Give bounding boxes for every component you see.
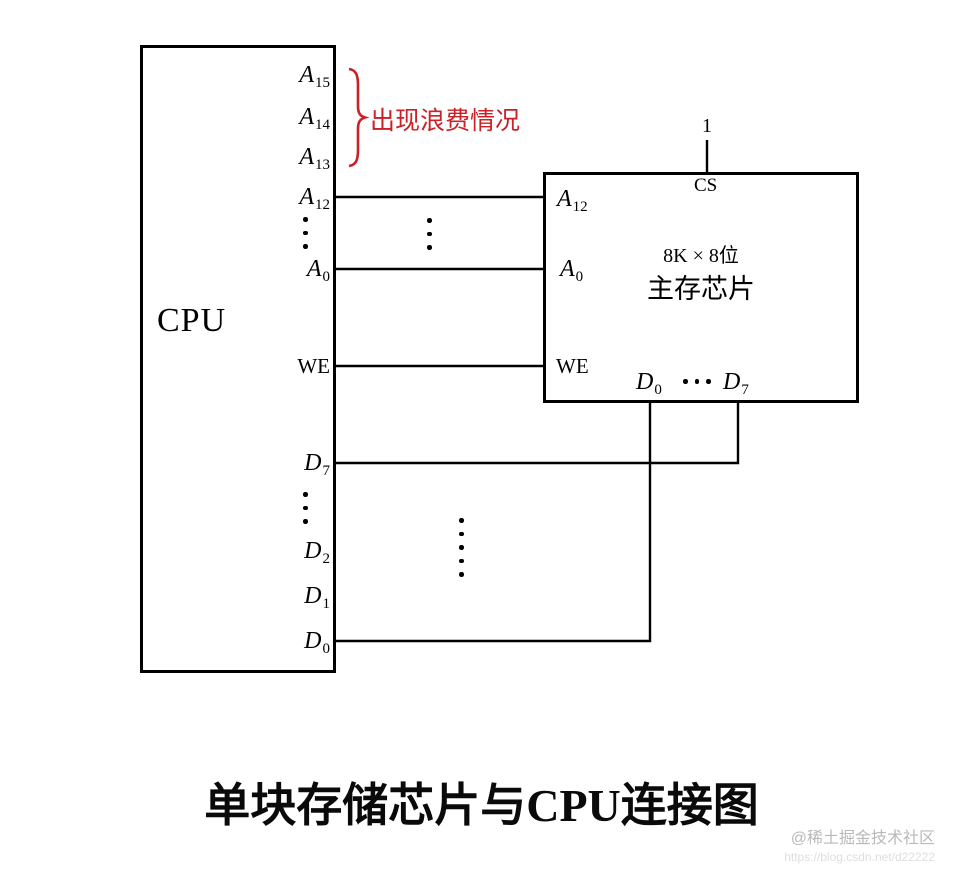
pin-sub: 12 [572, 199, 588, 215]
pin-sub: 14 [315, 117, 330, 133]
pin-base: A [299, 184, 314, 210]
cpu-pin-we: WE [297, 354, 330, 378]
pin-sub: 1 [322, 596, 331, 612]
chip-pin-we: WE [556, 354, 589, 378]
pin-base: D [304, 628, 322, 654]
pin-base: A [299, 62, 314, 88]
vertical-ellipsis-icon [459, 518, 464, 577]
cpu-pin-d7: D7 [278, 449, 331, 479]
watermark: @稀土掘金技术社区 https://blog.csdn.net/d22222 [784, 829, 935, 865]
cs-input-value: 1 [702, 115, 712, 137]
chip-pin-d7: D7 [723, 368, 749, 398]
pin-base: A [306, 256, 322, 282]
cpu-pin-d1: D1 [278, 582, 331, 612]
pin-base: D [304, 450, 322, 476]
wire-d0 [336, 403, 652, 643]
chip-pin-a0: A0 [560, 255, 584, 285]
cpu-pin-a12: A12 [278, 183, 330, 213]
watermark-url: https://blog.csdn.net/d22222 [784, 850, 935, 864]
cpu-pin-a0: A0 [278, 255, 331, 285]
pin-sub: 0 [654, 382, 662, 398]
vertical-ellipsis-icon [303, 492, 308, 524]
pin-sub: 12 [315, 197, 330, 213]
chip-capacity: 8K × 8位 [663, 245, 739, 267]
pin-sub: 13 [315, 157, 330, 173]
chip-pin-a12: A12 [557, 185, 588, 215]
vertical-ellipsis-icon [427, 218, 432, 250]
pin-sub: 0 [322, 641, 331, 657]
pin-base: D [304, 583, 322, 609]
memory-chip-box [543, 172, 859, 403]
pin-sub: 7 [322, 463, 331, 479]
pin-base: D [304, 538, 322, 564]
chip-name: 主存芯片 [647, 274, 755, 304]
cpu-box [140, 45, 336, 673]
waste-annotation: 出现浪费情况 [370, 108, 521, 135]
cpu-pin-a13: A13 [278, 143, 330, 173]
cpu-pin-d0: D0 [278, 627, 331, 657]
cpu-pin-a14: A14 [278, 103, 330, 133]
horizontal-ellipsis-icon [683, 379, 711, 384]
watermark-community: @稀土掘金技术社区 [790, 830, 935, 847]
pin-sub: 0 [575, 269, 584, 285]
pin-sub: 7 [741, 382, 749, 398]
red-brace-icon [348, 67, 370, 168]
pin-sub: 2 [322, 551, 331, 567]
pin-base: D [636, 369, 654, 395]
wire-d7 [336, 403, 740, 465]
pin-base: A [299, 104, 314, 130]
pin-base: A [557, 186, 572, 212]
cpu-pin-a15: A15 [278, 61, 330, 91]
pin-base: A [560, 256, 575, 282]
cpu-label: CPU [157, 302, 227, 339]
chip-pin-cs: CS [694, 175, 718, 196]
pin-base: A [299, 144, 314, 170]
figure-title: 单块存储芯片与CPU连接图 [204, 780, 759, 831]
pin-sub: 15 [315, 75, 330, 91]
vertical-ellipsis-icon [303, 217, 308, 249]
pin-base: D [723, 369, 741, 395]
pin-sub: 0 [322, 269, 331, 285]
chip-pin-d0: D0 [636, 368, 662, 398]
cpu-pin-d2: D2 [278, 537, 331, 567]
